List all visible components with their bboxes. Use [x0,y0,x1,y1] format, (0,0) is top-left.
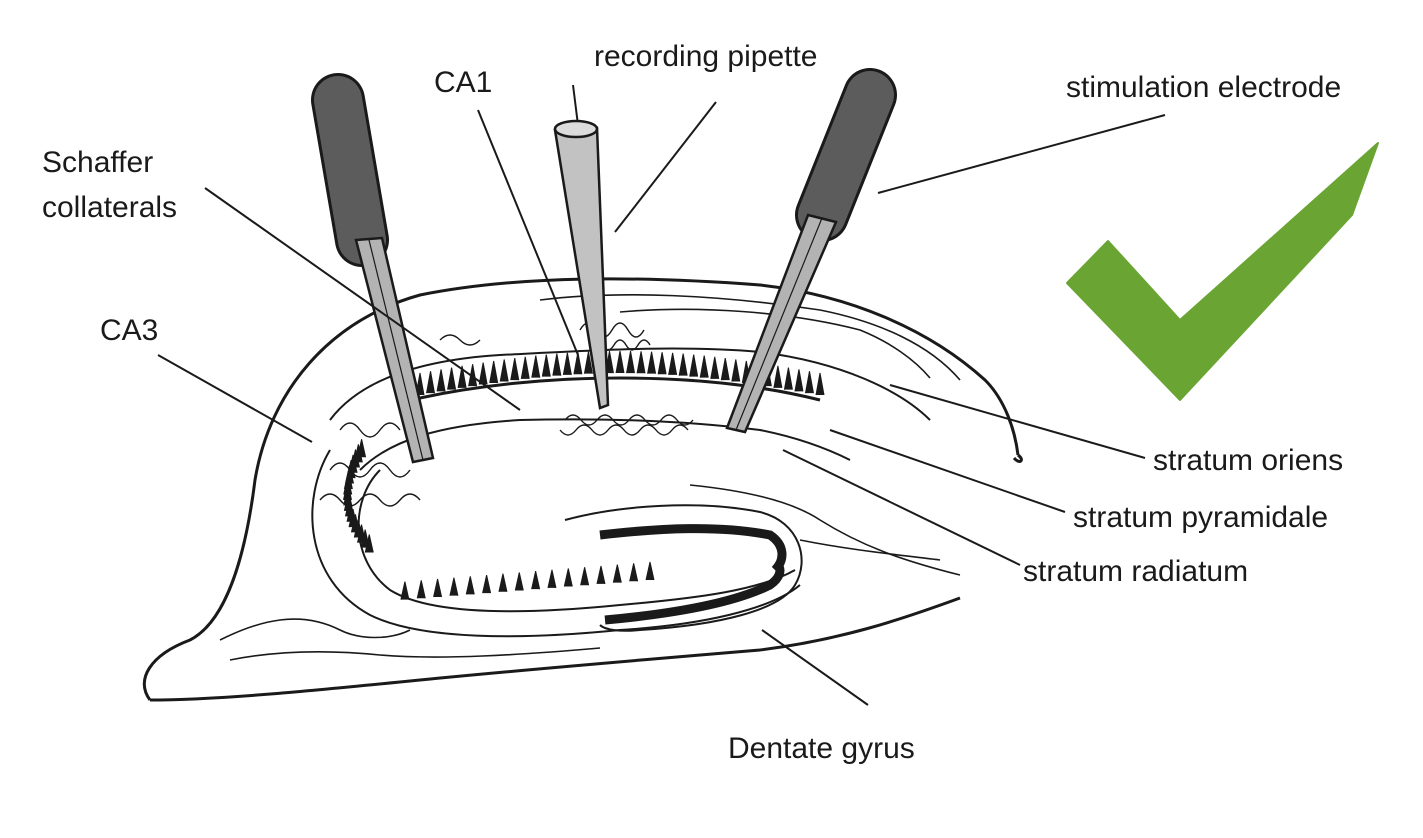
pyramidal-cell [794,369,804,392]
ca3-cell [563,568,573,587]
pyramidal-cell [657,352,667,375]
pyramidal-layer-base [419,376,821,402]
ca3-cell [580,567,590,586]
leader-line-ca1 [477,109,579,356]
label-stimulation-electrode: stimulation electrode [1066,71,1341,104]
label-leader-lines [157,101,1166,706]
checkmark-icon [1066,142,1379,401]
pyramidal-cell [583,351,593,374]
label-schaffer-collaterals-line2: collaterals [42,191,177,224]
ca3-cells [343,439,655,600]
label-recording-pipette: recording pipette [594,40,817,73]
ca3-outer-curve [311,449,801,638]
label-stratum-radiatum: stratum radiatum [1023,555,1248,588]
pyramidal-cell [615,350,625,374]
ca3-cell [449,577,459,596]
alveus-line [539,293,961,381]
label-ca3: CA3 [100,314,158,347]
ca3-cell [629,563,639,582]
label-dentate-gyrus: Dentate gyrus [728,732,915,765]
ca3-cell [364,534,374,553]
pyramidal-cell [647,351,657,374]
ca3-cell [465,576,475,595]
slice-outline-bottom [149,596,961,702]
pyramidal-cell [668,352,678,375]
pyramidal-cell [436,369,446,392]
pyramidal-cell [783,367,793,390]
pyramidal-cell [815,372,825,396]
label-stratum-pyramidale: stratum pyramidale [1073,501,1328,534]
leader-line-recording-pipette [614,101,717,233]
label-stratum-oriens: stratum oriens [1153,444,1343,477]
alveus-line-2 [619,308,931,379]
ca3-cell [433,578,443,598]
pyramidal-cell [626,350,636,374]
pyramidal-cell [489,360,499,384]
ca3-cell [596,565,606,585]
pyramidal-cell [689,354,699,377]
ca3-cell [612,564,622,583]
ca3-cell [400,581,410,600]
pyramidal-cell [499,359,509,382]
fimbria-line [219,618,411,641]
label-ca1: CA1 [434,66,492,99]
leader-line-dentate-gyrus [761,629,869,706]
stratum-radiatum-outline [359,418,851,471]
pyramidal-cell [678,353,688,376]
pyramidal-cell [699,355,709,378]
leader-line-schaffer [204,187,521,411]
pyramidal-cell [562,352,572,375]
dentate-gyrus-outline [564,504,803,632]
pyramidal-cell [478,362,488,385]
pyramidal-cell [636,351,646,374]
leader-line-stratum-pyramidale [829,429,1066,513]
ca3-cell [531,571,541,590]
dentate-gyrus-lower-blade [604,562,785,625]
ca3-cell [482,574,492,594]
leader-line-stratum-radiatum [782,449,1021,566]
ca3-cell [645,561,655,581]
pyramidal-cell [773,365,783,388]
pyramidal-cell [552,353,562,376]
leader-line-ca3 [157,354,313,443]
stimulation-electrode-left [311,73,435,464]
ca3-cell [498,573,508,592]
ca3-cell [416,580,426,599]
pyramidal-cell [731,359,741,382]
stimulation-electrode-right [725,68,897,434]
pyramidal-cell [720,358,730,381]
pyramidal-cell [541,354,551,377]
slice-outline [142,277,1023,701]
label-schaffer-collaterals-line1: Schaffer [42,146,153,179]
ca3-cell [547,569,557,588]
pyramidal-cell [520,356,530,379]
fimbria-line-2 [229,647,601,661]
recording-pipette [553,84,610,410]
dentate-gyrus-upper-blade [599,524,787,574]
pyramidal-cell [447,367,457,390]
pyramidal-cell [510,358,520,381]
pyramidal-cell [531,355,541,378]
leader-line-stimulation-electrode [877,114,1166,194]
leader-line-stratum-oriens [889,384,1146,459]
ca3-cell [514,572,524,591]
pyramidal-cell [573,352,583,375]
ca3-inner-curve [357,469,796,613]
hilus-line [689,484,961,576]
pyramidal-cell [426,371,436,394]
hilus-line-2 [799,539,941,561]
pyramidal-cell [457,365,467,388]
pyramidal-cell [710,356,720,379]
pyramidal-cell [804,371,814,394]
schaffer-collateral-fibers [319,322,694,507]
